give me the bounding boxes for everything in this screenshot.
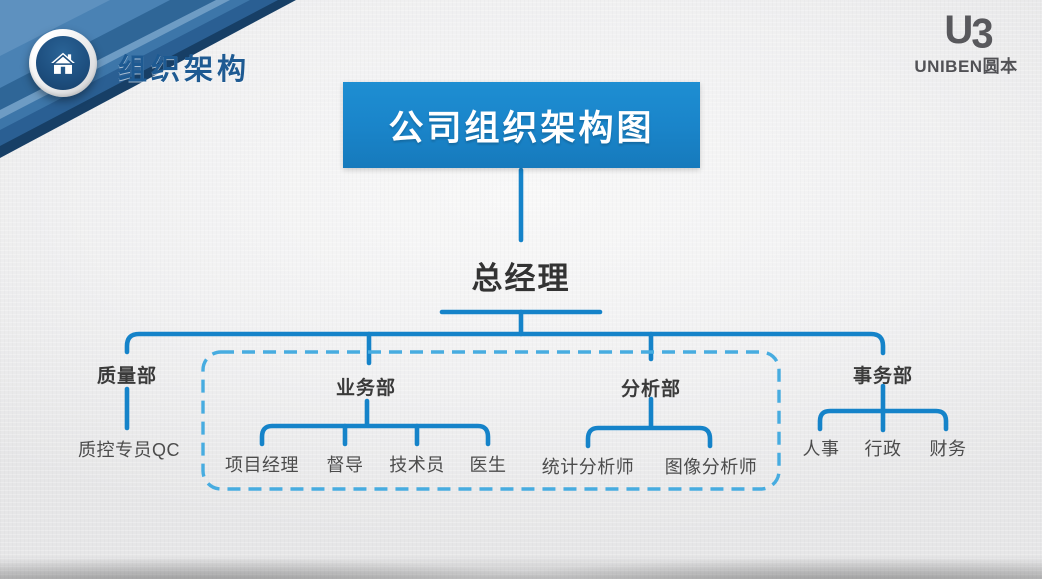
bottom-edge-shadow <box>0 555 1042 579</box>
home-icon <box>51 52 75 74</box>
node-dept-quality: 质量部 <box>96 366 158 387</box>
node-role-technician: 技术员 <box>389 455 445 475</box>
node-role-finance: 财务 <box>929 439 967 459</box>
node-role-image-analyst: 图像分析师 <box>664 457 758 477</box>
connector-departments-rail <box>124 331 886 356</box>
connector-affairs-bracket <box>817 408 949 432</box>
corner-swoosh-decoration <box>0 0 330 190</box>
node-role-administration: 行政 <box>864 439 902 459</box>
org-chart-title: 公司组织架构图 <box>388 108 655 148</box>
node-role-hr: 人事 <box>802 439 840 459</box>
node-general-manager: 总经理 <box>471 261 571 296</box>
connector-analysis-bracket <box>585 425 713 449</box>
brand-logo-name: UNIBEN圆本 <box>914 57 1018 76</box>
page-title: 组织架构 <box>118 54 251 86</box>
brand-logo: U3 UNIBEN圆本 <box>896 10 1036 77</box>
node-role-qc-specialist: 质控专员QC <box>78 440 180 460</box>
node-role-supervisor: 督导 <box>326 455 364 475</box>
node-dept-analysis: 分析部 <box>620 379 682 400</box>
node-role-statistical-analyst: 统计分析师 <box>541 457 635 477</box>
home-badge-circle <box>36 36 90 90</box>
connector-business-bracket <box>259 423 491 447</box>
node-dept-business: 业务部 <box>335 378 397 399</box>
home-badge[interactable] <box>29 29 97 97</box>
node-role-doctor: 医生 <box>469 455 507 475</box>
node-dept-affairs: 事务部 <box>852 366 914 387</box>
brand-logo-monogram: U3 <box>944 8 993 58</box>
brand-logo-monogram-b: 3 <box>971 10 993 58</box>
node-role-project-manager: 项目经理 <box>225 455 299 475</box>
org-chart-title-box: 公司组织架构图 <box>343 82 700 168</box>
